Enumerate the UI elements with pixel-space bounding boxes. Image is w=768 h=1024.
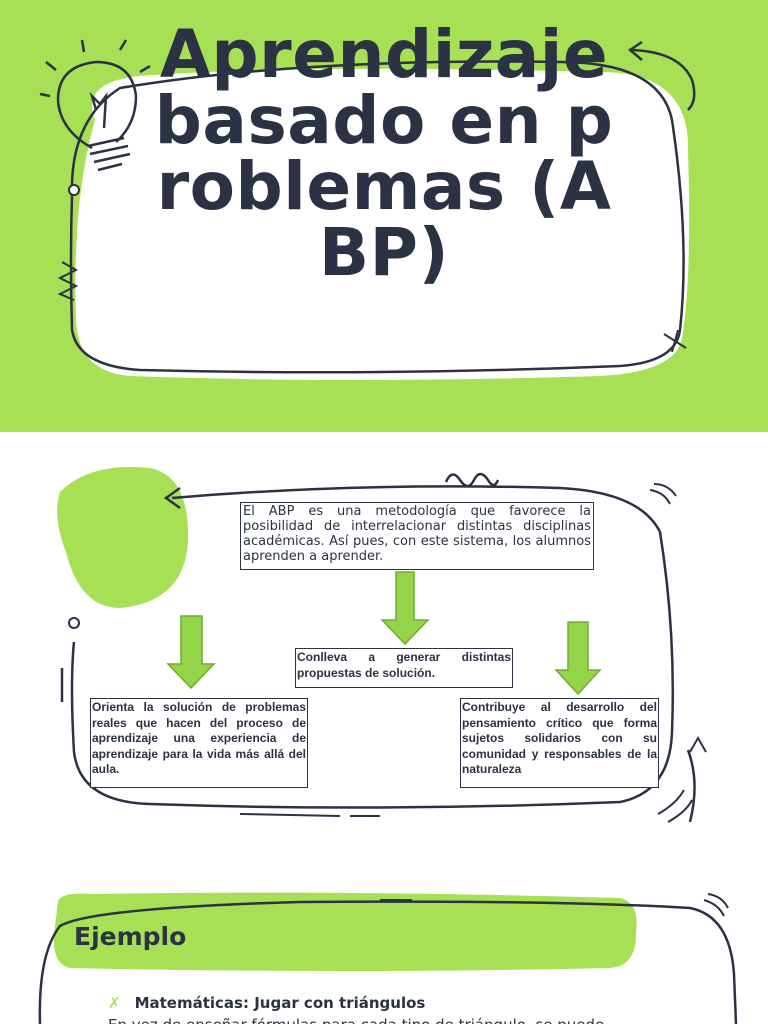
- frame-arrowhead: [163, 486, 181, 510]
- solutions-box: Conlleva a generar distintas propuestas …: [295, 648, 513, 688]
- list-item-label: Matemáticas: Jugar con triángulos: [134, 994, 426, 1012]
- light-bulb-icon: [39, 39, 151, 172]
- side-arrow-head: [689, 735, 707, 753]
- page-title: Aprendizaje basado en problemas (ABP): [154, 16, 614, 291]
- curved-arrow-head: [627, 40, 643, 61]
- arrow-down-center: [380, 571, 430, 646]
- cross-check-icon: ✗: [108, 994, 121, 1012]
- frame-dot: [68, 184, 80, 196]
- real-problems-box: Orienta la solución de problemas reales …: [90, 698, 308, 788]
- side-arrow: [686, 749, 696, 823]
- diagram-slide: El ABP es una metodología que favorece l…: [0, 432, 768, 864]
- corner-strokes: [657, 789, 693, 823]
- squiggle: [444, 472, 500, 488]
- list-item: ✗ Matemáticas: Jugar con triángulos: [108, 994, 425, 1012]
- sparkle-strokes: [649, 483, 677, 505]
- curved-arrow: [631, 48, 696, 111]
- abp-definition-box: El ABP es una metodología que favorece l…: [240, 502, 594, 570]
- heading-blob: [53, 892, 637, 971]
- title-backdrop-blob: [75, 68, 690, 381]
- bottom-dashes: [239, 813, 380, 817]
- example-description: En vez de enseñar fórmulas para cada tip…: [108, 1016, 604, 1024]
- diagram-decorations: [57, 467, 707, 823]
- example-slide: Ejemplo ✗ Matemáticas: Jugar con triángul…: [0, 864, 768, 1024]
- title-frame-outline: [69, 60, 685, 374]
- example-heading: Ejemplo: [74, 922, 187, 951]
- frame-dot: [68, 617, 80, 629]
- title-slide-decorations: [39, 39, 696, 381]
- arrow-down-right: [554, 621, 602, 696]
- sparkle-strokes: [703, 893, 729, 917]
- example-frame: [38, 900, 738, 1024]
- frame-zigzag: [57, 261, 79, 301]
- green-blob: [57, 467, 189, 608]
- example-decorations: [38, 892, 738, 1024]
- title-slide: Aprendizaje basado en problemas (ABP): [0, 0, 768, 432]
- critical-thinking-box: Contribuye al desarrollo del pensamiento…: [460, 698, 659, 788]
- diagram-frame: [70, 485, 675, 809]
- arrow-down-left: [166, 615, 216, 690]
- frame-cross: [663, 329, 687, 353]
